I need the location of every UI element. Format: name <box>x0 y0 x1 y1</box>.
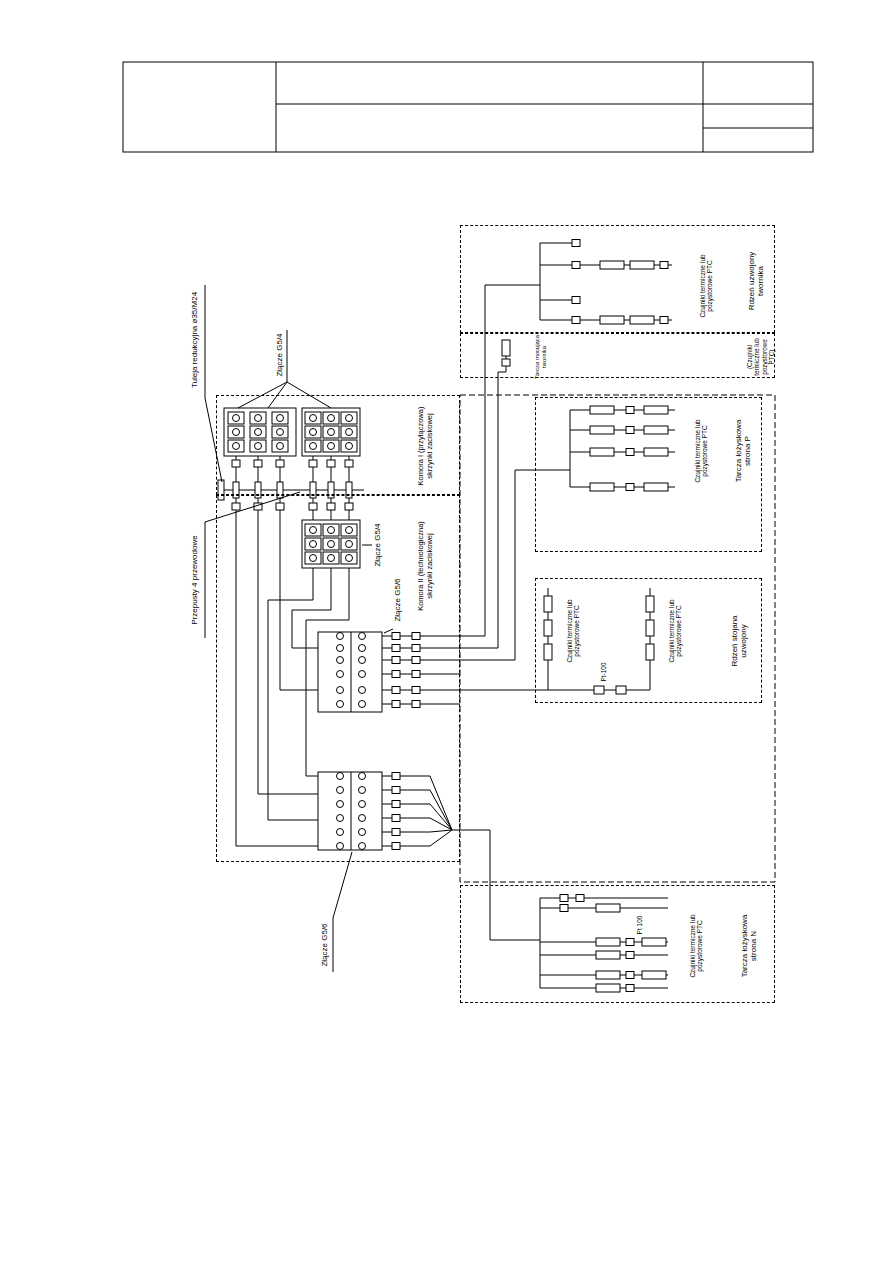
region-box: Czujniki termiczne lub pozystorowe PTC Cz… <box>535 578 762 703</box>
callout-label: Złącze G5/4 <box>373 523 382 566</box>
callout-label: Pt-100 <box>600 662 607 681</box>
rotated-label: Czujniki termiczne lub pozystorowe PTC <box>694 415 709 487</box>
region-box: Czujniki termiczne lub pozystorowe PTC Rd… <box>460 225 775 333</box>
rotated-label: Czujniki termiczne lub pozystorowe PTC <box>689 910 704 982</box>
region-box: Czujniki termiczne lub pozystorowe PTC Ta… <box>535 397 762 552</box>
rotated-label: Tarcza łożyskowa strona N <box>740 906 758 986</box>
rotated-label: Tarcza łożyskowa strona P <box>734 411 752 491</box>
title-block <box>123 62 813 152</box>
rotated-label: Rdzeń uzwojony twornika <box>747 241 765 321</box>
cable-connector <box>460 830 490 885</box>
rotated-label: Czujniki termiczne lub pozystorowe PTC <box>668 595 683 667</box>
cable-connector <box>460 690 535 691</box>
region-box: Tarcza mocująca twornika (Czujniki termic… <box>460 333 775 378</box>
wires <box>218 243 675 988</box>
rotated-label: (Czujniki termiczne lub pozystorowe PTC) <box>746 336 775 378</box>
rotated-label: Czujniki termiczne lub pozystorowe PTC <box>699 250 714 322</box>
region-box: Komora II (technologiczna) skrzynki zaci… <box>216 495 460 862</box>
cable-connector <box>460 378 498 648</box>
callout-label: Złącze G5/6 <box>393 578 402 621</box>
rotated-label: Komora II (technologiczna) skrzynki zaci… <box>417 516 434 616</box>
region-box: Czujniki termiczne lub pozystorowe PTC Ta… <box>460 885 775 1003</box>
machine-region-outline <box>460 395 775 882</box>
rotated-label: Czujniki termiczne lub pozystorowe PTC <box>566 595 581 667</box>
callout-label: Tuleja redukcyjna ø35/M24 <box>190 292 199 388</box>
leader-lines <box>205 285 393 972</box>
rotated-label: Tarcza mocująca twornika <box>534 335 548 379</box>
callout-label: Pt 100 <box>636 916 643 935</box>
wire-markers <box>232 460 420 850</box>
sensor-symbols <box>502 240 668 993</box>
callout-label: Przepusty 4 przewodowe <box>190 535 199 624</box>
terminal-blocks <box>224 408 382 850</box>
callout-label: Złącze G5/4 <box>275 333 284 376</box>
rotated-label: Rdzeń stojana uzwojony <box>730 601 748 681</box>
region-box: Komora I (przyłączowa) skrzynki zaciskow… <box>216 395 460 495</box>
callout-label: Złącze G5/6 <box>320 923 329 966</box>
cable-connector <box>460 333 485 636</box>
cable-connector <box>460 470 535 660</box>
rotated-label: Komora I (przyłączowa) skrzynki zaciskow… <box>417 400 434 492</box>
